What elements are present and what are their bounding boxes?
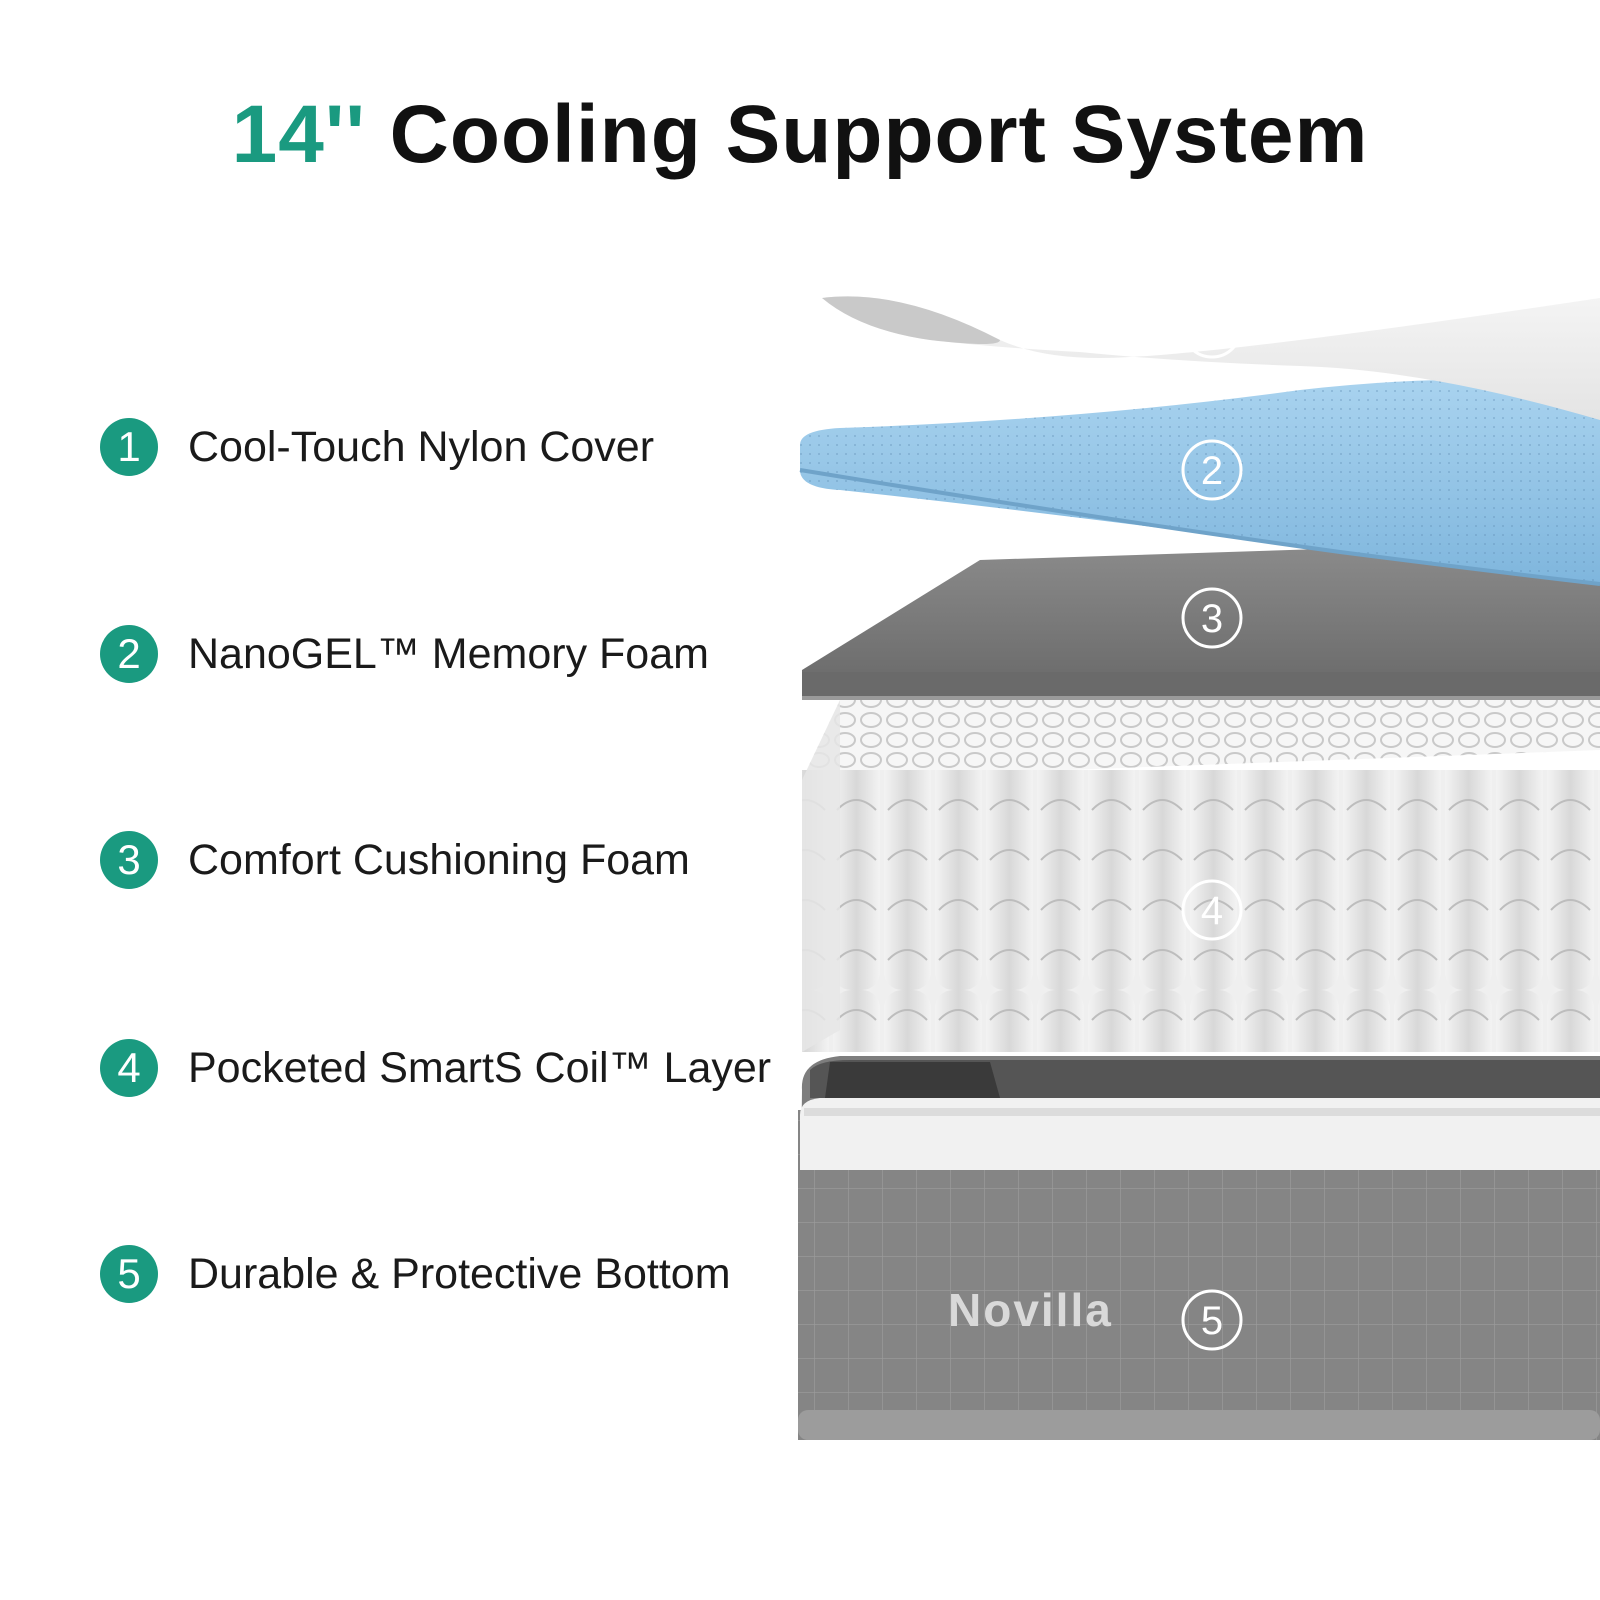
legend-number-2: 2 <box>100 625 158 683</box>
legend-item-5: 5 Durable & Protective Bottom <box>100 1244 731 1304</box>
marker-1: 1 <box>1181 297 1243 359</box>
marker-5: 5 <box>1181 1289 1243 1351</box>
marker-4-label: 4 <box>1201 889 1223 933</box>
legend-label-5: Durable & Protective Bottom <box>188 1249 731 1298</box>
legend-label-4: Pocketed SmartS Coil™ Layer <box>188 1043 772 1092</box>
legend-item-4: 4 Pocketed SmartS Coil™ Layer <box>100 1038 771 1098</box>
marker-2-label: 2 <box>1201 449 1223 493</box>
legend-item-2: 2 NanoGEL™ Memory Foam <box>100 624 709 684</box>
marker-4: 4 <box>1181 879 1243 941</box>
marker-2: 2 <box>1181 439 1243 501</box>
base-layer: Novilla <box>798 1056 1600 1440</box>
legend-label-3: Comfort Cushioning Foam <box>188 835 690 884</box>
marker-3-label: 3 <box>1201 597 1223 641</box>
comfort-foam-layer <box>802 540 1600 700</box>
legend-item-3: 3 Comfort Cushioning Foam <box>100 830 690 890</box>
legend-number-5: 5 <box>100 1245 158 1303</box>
marker-1-label: 1 <box>1201 307 1223 351</box>
mattress-illustration: Novilla <box>780 270 1600 1480</box>
legend-label-1: Cool-Touch Nylon Cover <box>188 422 655 471</box>
legend-item-1: 1 Cool-Touch Nylon Cover <box>100 417 654 477</box>
legend-label-2: NanoGEL™ Memory Foam <box>188 629 709 678</box>
title-text: Cooling Support System <box>389 89 1369 180</box>
legend-number-4: 4 <box>100 1039 158 1097</box>
title-size: 14'' <box>231 89 366 180</box>
legend-number-1: 1 <box>100 418 158 476</box>
marker-5-label: 5 <box>1201 1299 1223 1343</box>
marker-3: 3 <box>1181 587 1243 649</box>
page-title: 14'' Cooling Support System <box>0 88 1600 182</box>
coil-layer <box>802 700 1600 1052</box>
legend-number-3: 3 <box>100 831 158 889</box>
brand-logo: Novilla <box>948 1284 1113 1336</box>
gel-foam-layer <box>799 379 1600 586</box>
